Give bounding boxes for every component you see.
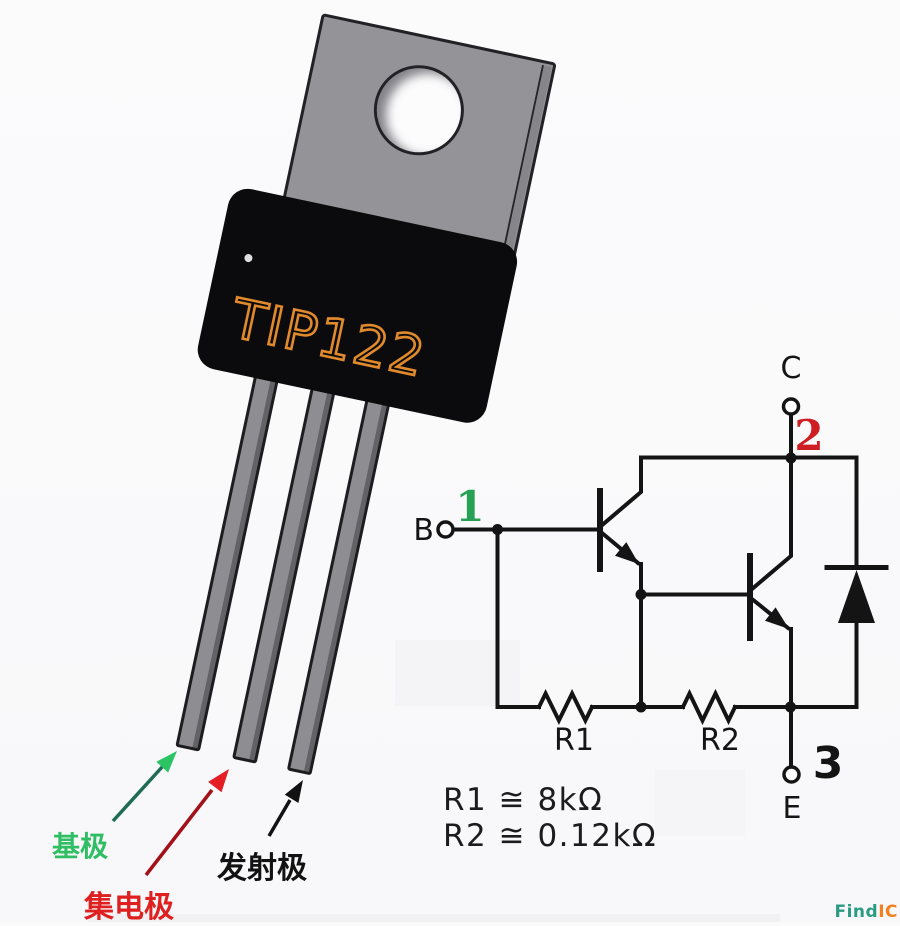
junction-dot bbox=[635, 589, 647, 600]
r2-value-formula: R2 ≅ 0.12kΩ bbox=[443, 818, 658, 854]
collector-terminal-circle bbox=[781, 397, 801, 416]
resistor-r2 bbox=[680, 688, 738, 726]
pin-callout-arrows bbox=[111, 751, 303, 877]
terminal-label-base: B bbox=[413, 513, 434, 548]
pin-number-2: 2 bbox=[794, 411, 824, 460]
pin-label-base: 基极 bbox=[52, 830, 109, 863]
schematic-wires bbox=[451, 412, 889, 769]
terminal-label-collector: C bbox=[780, 351, 802, 386]
emitter-arrow-shaft bbox=[267, 799, 292, 837]
base-arrow-head bbox=[156, 751, 177, 773]
emitter-arrow-head bbox=[284, 780, 303, 803]
diode-triangle bbox=[838, 570, 875, 623]
pin-number-3: 3 bbox=[812, 738, 844, 789]
base-terminal-circle bbox=[436, 520, 455, 539]
pin-label-collector: 集电极 bbox=[84, 890, 174, 925]
collector-arrow-head bbox=[208, 769, 229, 793]
q2-emitter-arrow bbox=[765, 607, 789, 629]
watermark-find: Find bbox=[834, 902, 879, 922]
junction-dot bbox=[785, 701, 796, 713]
schematic-solids bbox=[492, 452, 875, 713]
resistor-label-r1: R1 bbox=[554, 723, 594, 758]
resistor-label-r2: R2 bbox=[700, 723, 740, 758]
scan-artifact bbox=[655, 770, 745, 836]
junction-dot bbox=[785, 452, 797, 464]
watermark-ic: IC bbox=[878, 902, 898, 922]
q1-emitter-arrow bbox=[615, 542, 639, 564]
collector-arrow-shaft bbox=[144, 788, 214, 877]
findic-watermark: FindIC bbox=[834, 902, 898, 922]
emitter-terminal-circle bbox=[782, 765, 801, 784]
junction-dot bbox=[492, 524, 503, 535]
resistor-r1 bbox=[536, 688, 595, 726]
schematic-terminals bbox=[436, 397, 801, 784]
pin-number-1: 1 bbox=[455, 482, 485, 531]
scan-artifact bbox=[88, 914, 780, 922]
base-arrow-shaft bbox=[111, 764, 165, 823]
pin-label-emitter: 发射极 bbox=[217, 851, 307, 886]
r1-value-formula: R1 ≅ 8kΩ bbox=[443, 782, 604, 818]
resistor-values: R1 ≅ 8kΩ R2 ≅ 0.12kΩ bbox=[443, 782, 657, 854]
terminal-label-emitter: E bbox=[782, 791, 802, 826]
junction-dot bbox=[635, 701, 647, 713]
